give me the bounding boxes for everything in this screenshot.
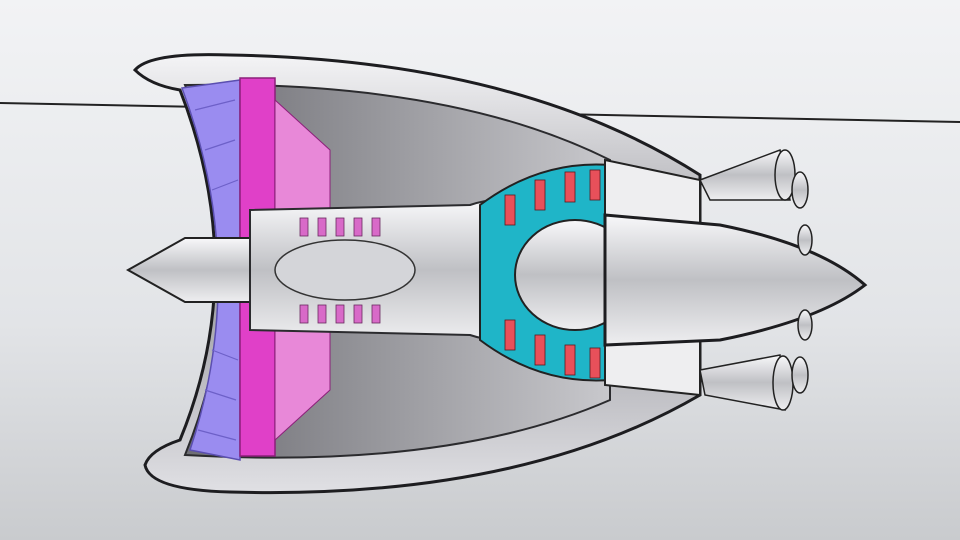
combustor <box>274 239 416 301</box>
thrust-nozzles <box>698 148 813 411</box>
compressor-blades <box>299 217 381 324</box>
turbine-blades-red <box>504 169 601 379</box>
fan-stage-1 <box>180 79 241 461</box>
